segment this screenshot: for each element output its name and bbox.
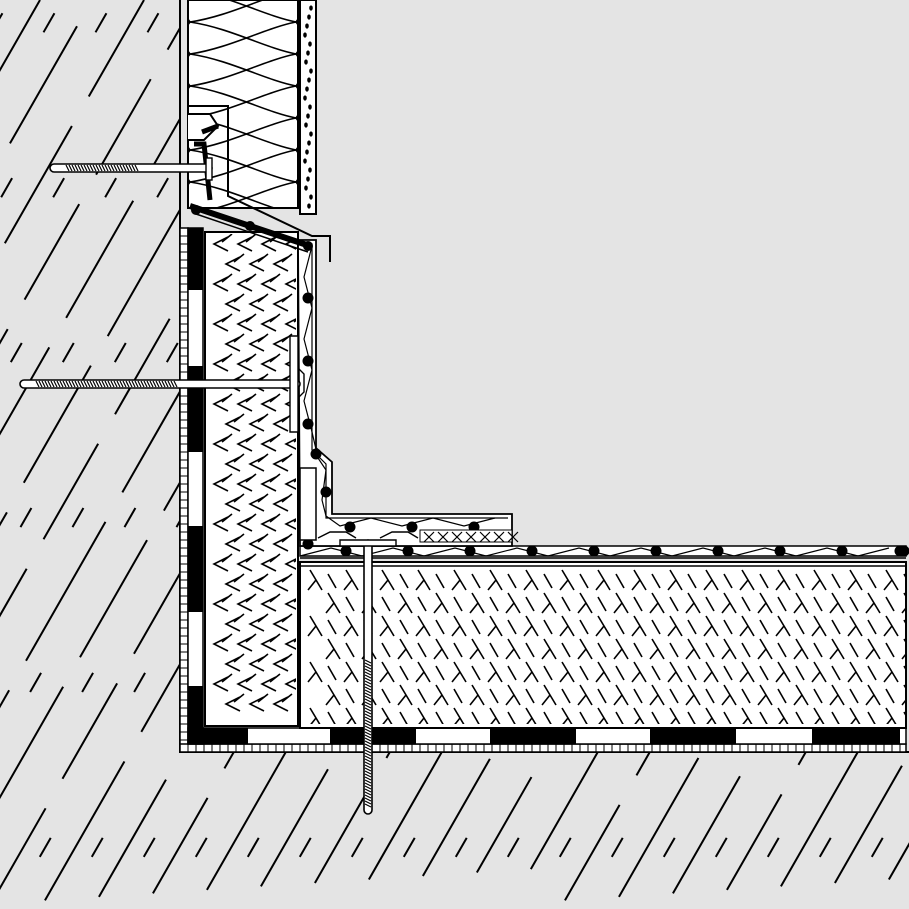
roof-waterproofing-membrane bbox=[299, 545, 909, 559]
metal-coping-profile bbox=[188, 105, 331, 262]
roof-thermal-insulation bbox=[299, 561, 907, 729]
parapet-insulation-board bbox=[204, 231, 299, 727]
upright-membrane-flashing bbox=[297, 239, 519, 550]
fastener-middle bbox=[19, 335, 305, 433]
fastener-roof bbox=[317, 531, 419, 815]
fastener-upper bbox=[49, 157, 213, 181]
facade-render bbox=[299, 0, 317, 215]
